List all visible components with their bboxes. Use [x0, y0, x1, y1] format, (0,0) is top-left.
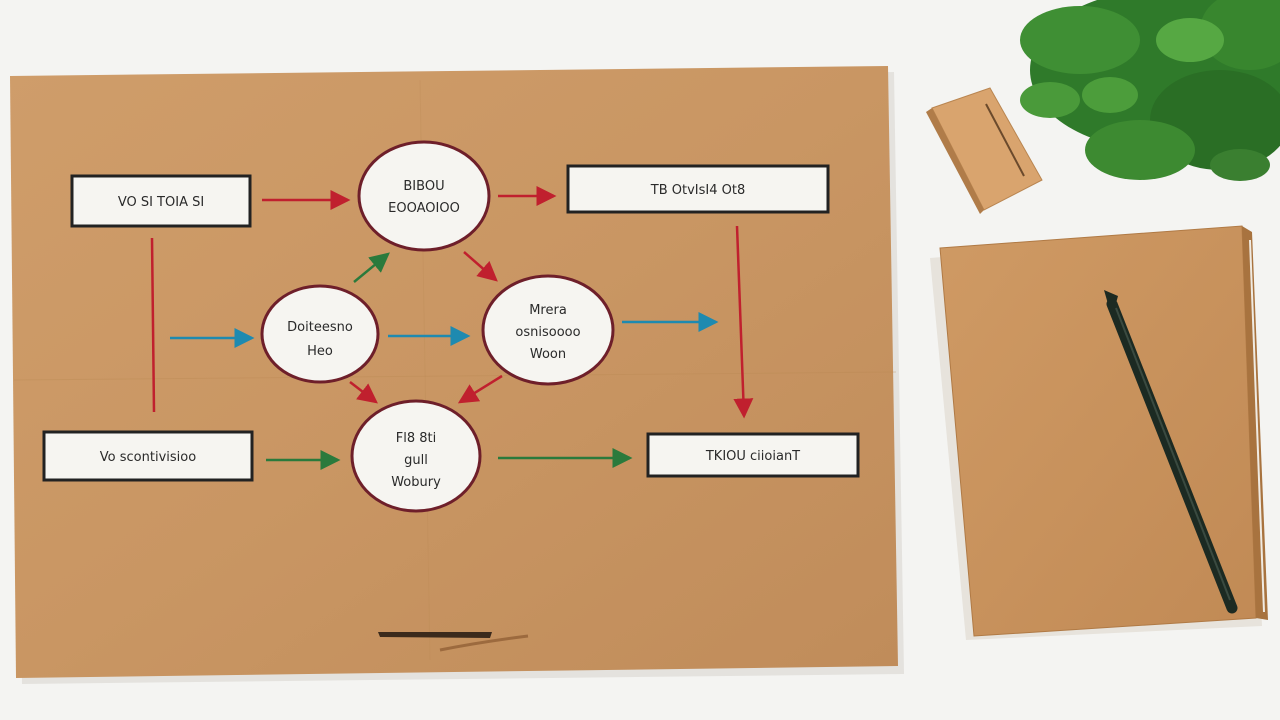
eraser — [926, 87, 1043, 214]
circle-left-line: Heo — [307, 344, 333, 359]
arrow-red — [457, 374, 503, 404]
circle-left: Doiteesno Heo — [260, 284, 380, 384]
box-top-right: TB OtvIsI4 Ot8 — [566, 164, 830, 214]
circle-top-line: BIBOU — [403, 179, 444, 194]
circle-bottom-line: gull — [404, 453, 428, 468]
arrow-red — [463, 251, 498, 282]
box-top-right-label: TB OtvIsI4 Ot8 — [650, 183, 745, 198]
circle-top-line: EOOAOIOO — [388, 201, 460, 216]
paper-tear-mark — [439, 634, 529, 652]
circle-bottom-line: Fl8 8ti — [396, 431, 436, 446]
box-bottom-left-label: Vo scontivisioo — [100, 450, 196, 465]
notebook-cover — [939, 225, 1257, 637]
box-bottom-left: Vo scontivisioo — [42, 430, 254, 482]
box-top-left-label: VO SI TOIA SI — [118, 195, 204, 210]
notebook — [930, 225, 1268, 640]
paper-fold — [13, 371, 897, 381]
circle-right-line: Woon — [530, 347, 566, 362]
circle-left-line: Doiteesno — [287, 320, 353, 335]
pencil-tip — [1104, 290, 1118, 318]
pencil — [1104, 290, 1238, 614]
circle-right-line: osnisoooo — [515, 325, 580, 340]
paper-tear — [378, 632, 492, 638]
box-bottom-right-label: TKIOU ciioianT — [705, 449, 800, 464]
line-red — [150, 237, 156, 413]
plant — [1020, 0, 1280, 181]
circle-bottom-line: Wobury — [391, 475, 441, 490]
circle-bottom: Fl8 8ti gull Wobury — [350, 399, 482, 513]
arrow-red — [733, 225, 754, 419]
circle-right: Mrera osnisoooo Woon — [481, 274, 615, 386]
eraser-band — [985, 103, 1025, 177]
arrow-green — [353, 252, 390, 283]
box-top-left: VO SI TOIA SI — [70, 174, 252, 228]
circle-top: BIBOU EOOAOIOO — [357, 140, 491, 252]
circle-right-line: Mrera — [529, 303, 567, 318]
arrow-red — [349, 381, 378, 404]
box-bottom-right: TKIOU ciioianT — [646, 432, 860, 478]
